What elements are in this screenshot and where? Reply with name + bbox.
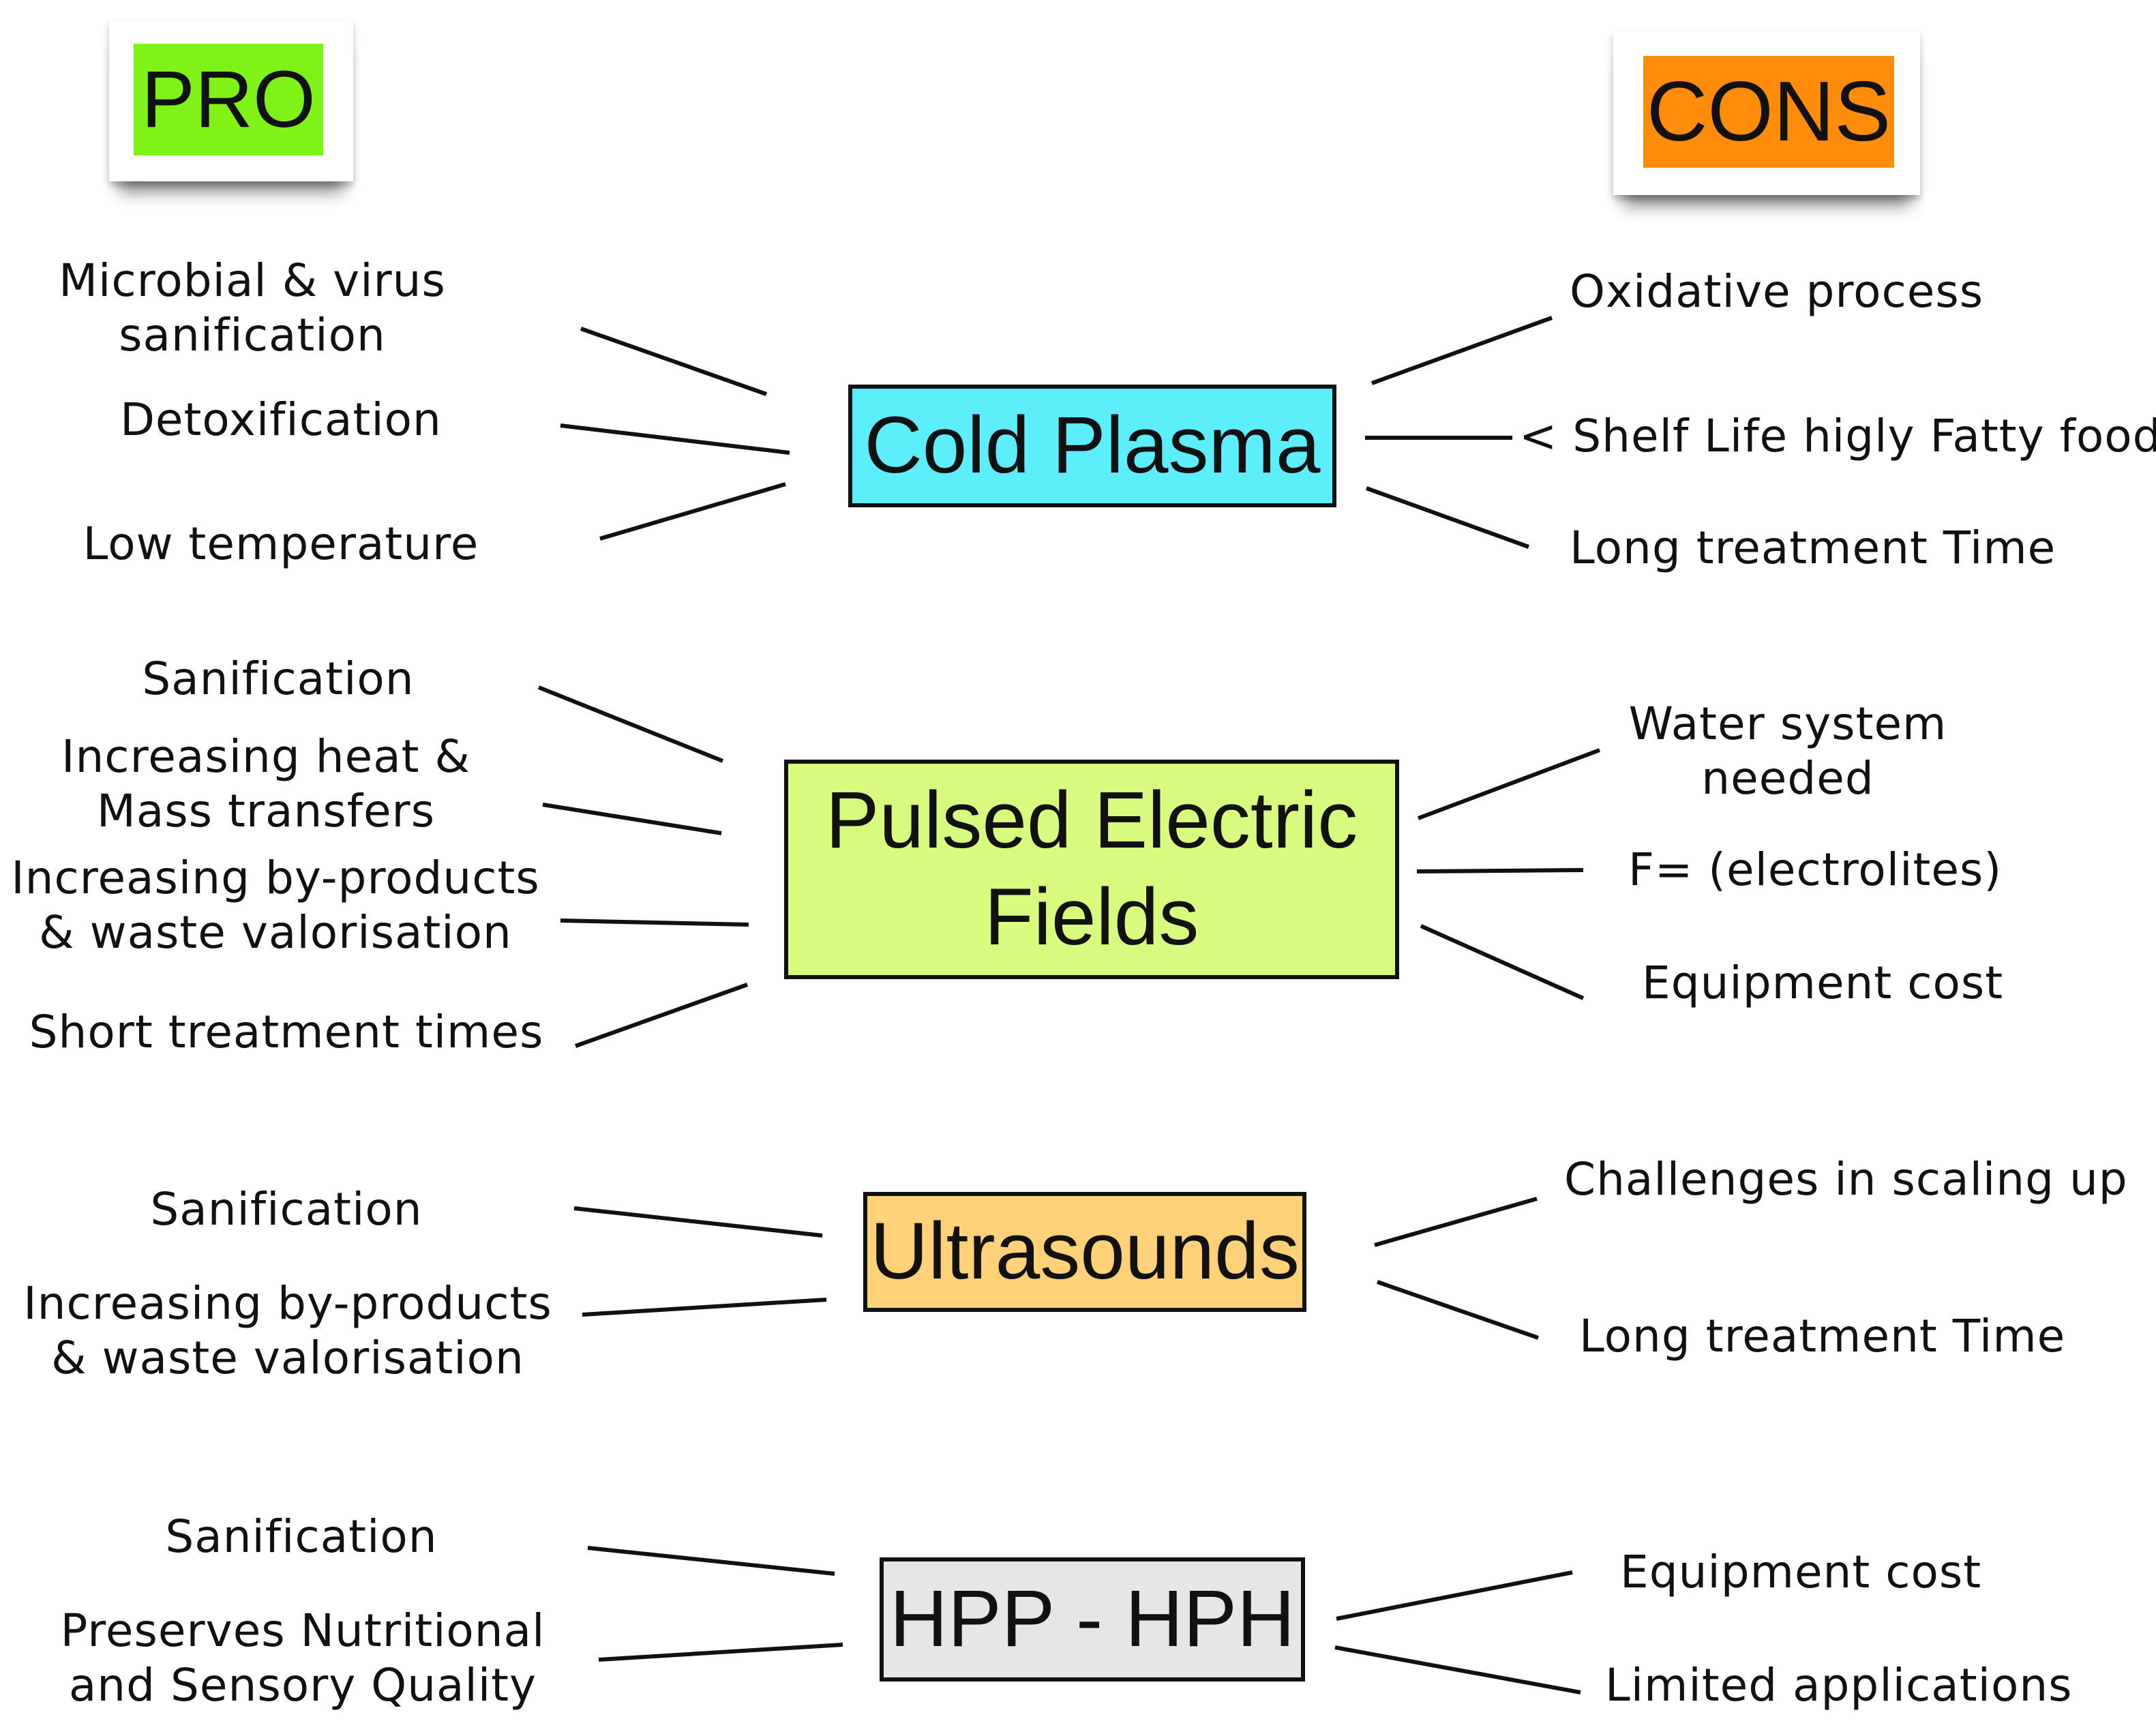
connector-line [1371,316,1553,385]
pro-item: Sanification [142,653,415,705]
connector-line [1336,1570,1573,1621]
technology-label: Pulsed Electric [825,775,1358,866]
connector-line [582,1298,827,1317]
connector-line [599,482,786,541]
pro-item: Increasing by-products & waste valorisat… [11,852,540,959]
con-item: Equipment cost [1642,957,2004,1009]
connector-line [598,1643,843,1662]
con-item: Long treatment Time [1570,522,2056,574]
connector-line [1374,1197,1538,1247]
pro-item: Microbial & virus sanification [59,254,446,361]
connector-line [1416,868,1584,873]
con-item: Equipment cost [1620,1546,1982,1598]
con-item: < Shelf Life higly Fatty food [1519,410,2156,462]
connector-line [1420,924,1585,1000]
con-item: Oxidative process [1570,265,1984,318]
con-item: Challenges in scaling up [1564,1153,2128,1206]
technology-label: Cold Plasma [864,400,1321,491]
cons-header-label: CONS [1643,56,1894,168]
technology-label: HPP - HPH [889,1574,1296,1664]
connector-line [1334,1645,1581,1694]
pro-item: Sanification [150,1183,423,1236]
connector-line [587,1546,835,1576]
con-item: Long treatment Time [1579,1310,2066,1362]
connector-line [560,918,749,927]
technology-box-hpp-hph: HPP - HPH [880,1557,1305,1681]
pro-header-label: PRO [134,44,323,155]
connector-line [1365,486,1530,549]
connector-line [580,327,767,396]
pro-item: Increasing heat & Mass transfers [61,730,470,837]
pro-item: Increasing by-products & waste valorisat… [23,1277,552,1384]
con-item: Limited applications [1605,1659,2073,1711]
pro-item: Detoxification [120,393,442,446]
pro-item: Sanification [165,1510,438,1563]
connector-line [574,983,749,1048]
connector-line [537,685,724,763]
con-item: F= (electrolites) [1628,843,2003,896]
connector-line [560,423,790,455]
technology-label: Fields [984,872,1199,962]
connector-line [1417,748,1601,820]
connector-line [542,803,722,835]
connector-line [573,1206,823,1238]
technology-box-ultrasounds: Ultrasounds [863,1192,1306,1312]
con-item: Water system needed [1628,698,1947,805]
pro-item: Preserves Nutritional and Sensory Qualit… [60,1604,545,1711]
technology-label: Ultrasounds [870,1206,1300,1297]
technology-box-pulsed-electric-fields: Pulsed Electric Fields [784,760,1399,979]
pro-item: Short treatment times [29,1006,544,1058]
connector-line [1377,1280,1539,1340]
pro-item: Low temperature [83,518,479,570]
technology-box-cold-plasma: Cold Plasma [848,385,1336,507]
